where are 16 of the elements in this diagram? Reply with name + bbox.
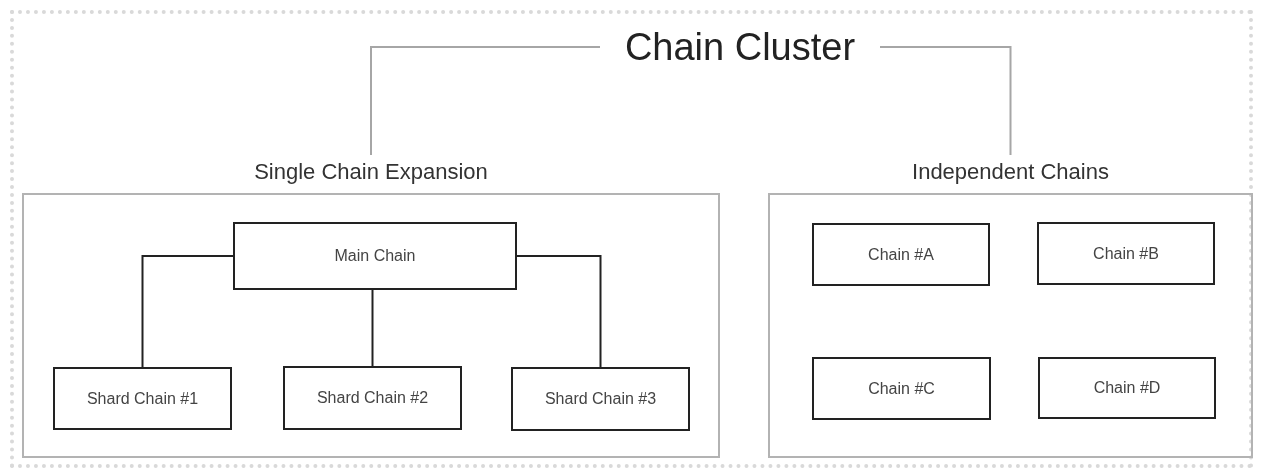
connector-line (141, 255, 234, 368)
chain-box: Shard Chain #1 (53, 367, 232, 430)
connector-line (879, 46, 1012, 156)
chain-box: Chain #A (812, 223, 990, 286)
chain-box: Main Chain (233, 222, 517, 290)
connector-line (371, 289, 374, 367)
diagram-title: Chain Cluster (600, 22, 880, 72)
chain-box: Shard Chain #2 (283, 366, 462, 430)
connector-line (516, 255, 602, 368)
group-heading: Independent Chains (911, 158, 1110, 186)
chain-box: Chain #B (1037, 222, 1215, 285)
chain-box: Chain #C (812, 357, 991, 420)
chain-box: Chain #D (1038, 357, 1216, 419)
group-heading: Single Chain Expansion (253, 158, 489, 186)
chain-box: Shard Chain #3 (511, 367, 690, 431)
connector-line (370, 46, 601, 156)
